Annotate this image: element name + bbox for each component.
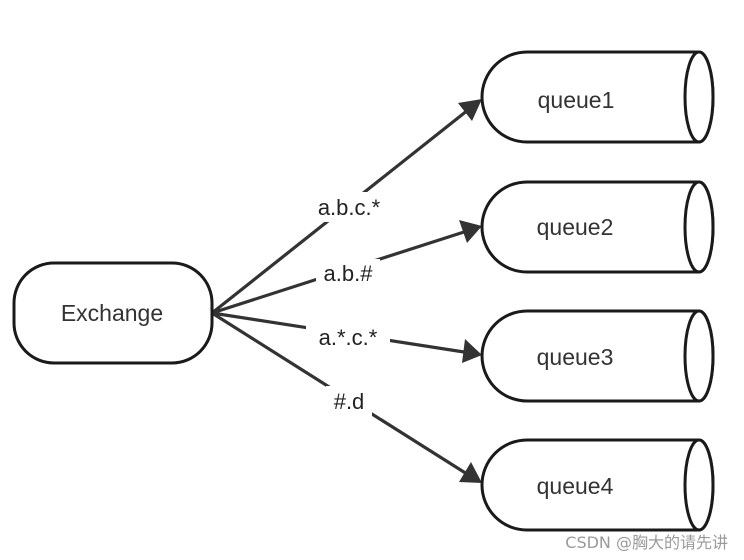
queue2-label: queue2: [537, 214, 614, 240]
queue-node-4: queue4: [480, 438, 715, 532]
queue3-label: queue3: [537, 344, 614, 370]
routing-key-queue3: a.*.c.*: [319, 325, 378, 350]
queue-node-2: queue2: [480, 180, 715, 274]
binding-label-3: a.*.c.*: [306, 322, 390, 352]
queue-node-3: queue3: [480, 309, 715, 403]
queue1-label: queue1: [538, 87, 615, 113]
queue-node-1: queue1: [480, 50, 715, 144]
exchange-node: Exchange: [12, 261, 214, 365]
binding-label-4: #.d: [326, 386, 372, 416]
binding-label-2: a.b.#: [316, 259, 380, 289]
routing-key-queue4: #.d: [334, 389, 365, 414]
routing-key-queue2: a.b.#: [324, 261, 374, 286]
binding-label-1: a.b.c.*: [306, 192, 392, 222]
routing-key-queue1: a.b.c.*: [318, 195, 381, 220]
csdn-watermark: CSDN @胸大的请先讲: [565, 533, 728, 552]
exchange-label: Exchange: [61, 300, 163, 326]
queue4-label: queue4: [537, 473, 614, 499]
